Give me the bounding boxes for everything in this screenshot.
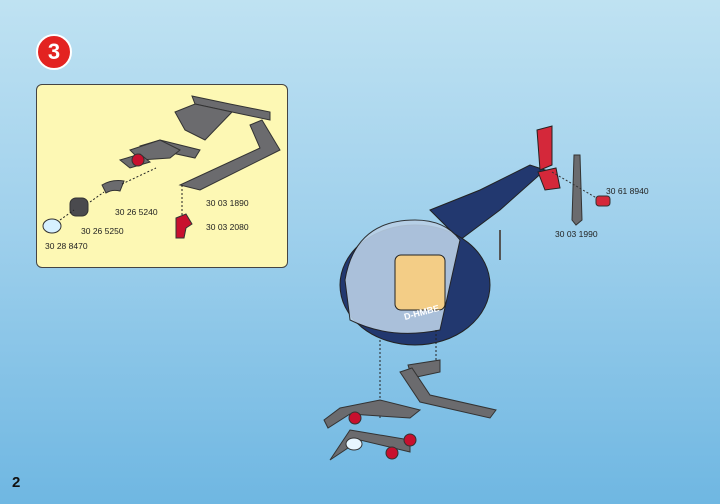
part-number-label: 30 03 2080: [206, 222, 249, 232]
inset-parts-icons: [42, 180, 193, 239]
inset-arrows: [59, 167, 183, 221]
step-number-badge: 3: [36, 34, 72, 70]
page-number: 2: [12, 474, 21, 491]
part-number-label: 30 28 8470: [45, 241, 88, 251]
part-number-label: 30 03 1990: [555, 229, 598, 239]
part-number-label: 30 26 5250: [81, 226, 124, 236]
part-number-label: 30 26 5240: [115, 207, 158, 217]
inset-red-hub: [131, 153, 145, 167]
tail-rotor: [551, 154, 611, 226]
part-number-label: 30 03 1890: [206, 198, 249, 208]
part-number-label: 30 61 8940: [606, 186, 649, 196]
main-landing-skid: [323, 359, 497, 461]
helicopter-illustration: [339, 125, 561, 420]
inset-landing-skid: [118, 95, 281, 191]
